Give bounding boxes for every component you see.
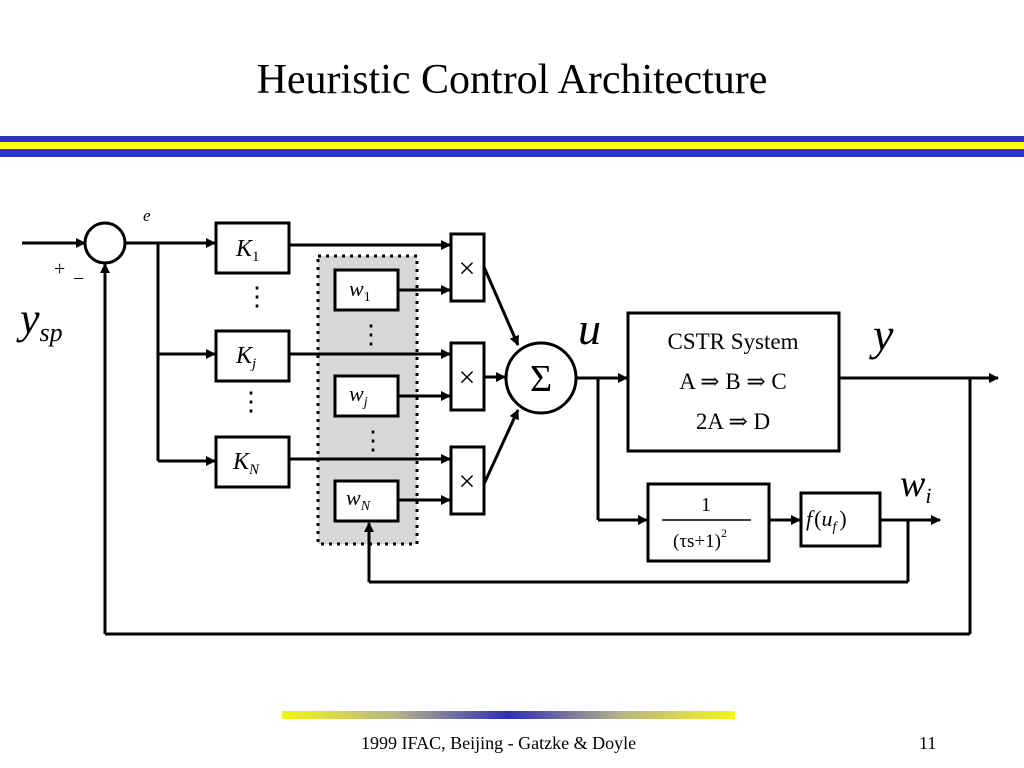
multiply-symbol-2: ×: [459, 361, 476, 394]
nonlinearity-label: f(uf): [806, 506, 847, 535]
sum-symbol: Σ: [530, 358, 552, 400]
gain-label-k1: K1: [235, 236, 260, 265]
summing-junction: [83, 221, 127, 265]
filter-denominator: (τs+1)2: [673, 526, 727, 552]
gain-label-kj: Kj: [235, 343, 256, 372]
plant-line-3: 2A ⇒ D: [696, 409, 770, 434]
nonlinearity-block: [799, 491, 882, 548]
weight-block-wj: [333, 374, 400, 418]
minus-sign: −: [73, 268, 84, 290]
weight-ellipsis-lower: ⋮: [360, 426, 386, 455]
weight-ellipsis-upper: ⋮: [358, 320, 384, 349]
gain-block-k1: [214, 221, 291, 275]
scheduling-label: wi: [900, 463, 931, 508]
header-band-blue-bottom: [0, 149, 1024, 157]
multiply-symbol-1: ×: [459, 252, 476, 285]
control-label: u: [578, 303, 601, 354]
multiply-symbol-3: ×: [459, 465, 476, 498]
setpoint-label: ysp: [16, 294, 63, 347]
gain-ellipsis-upper: ⋮: [244, 282, 270, 311]
filter-block: [646, 482, 771, 563]
header-band-blue-top: [0, 136, 1024, 142]
gain-block-kj: [214, 329, 291, 383]
error-label: e: [143, 206, 151, 225]
multiplier-2: [449, 341, 486, 412]
mult1-to-sum: [482, 266, 520, 346]
block-diagram: ysp e + − K1 Kj KN ⋮ ⋮ w1 wj wN ⋮ ⋮ × × …: [16, 206, 999, 636]
weight-label-wj: wj: [349, 381, 368, 410]
gain-label-kn: KN: [232, 449, 260, 478]
footer-gradient-bar: [282, 711, 735, 719]
mult3-to-sum: [482, 409, 520, 485]
output-label: y: [869, 309, 894, 360]
plant-block: [626, 311, 841, 453]
plant-line-2: A ⇒ B ⇒ C: [679, 369, 787, 394]
header-band-yellow: [0, 142, 1024, 149]
plant-line-1: CSTR System: [667, 329, 798, 354]
filter-numerator: 1: [701, 494, 711, 516]
weight-block-wn: [333, 479, 400, 523]
page-number: 11: [919, 733, 937, 753]
gain-ellipsis-lower: ⋮: [238, 387, 264, 416]
plus-sign: +: [54, 258, 65, 280]
slide-title: Heuristic Control Architecture: [256, 57, 768, 103]
footer-citation: 1999 IFAC, Beijing - Gatzke & Doyle: [361, 733, 637, 753]
weight-label-wn: wN: [346, 485, 371, 514]
gain-block-kn: [214, 435, 291, 489]
weight-label-w1: w1: [349, 276, 371, 305]
